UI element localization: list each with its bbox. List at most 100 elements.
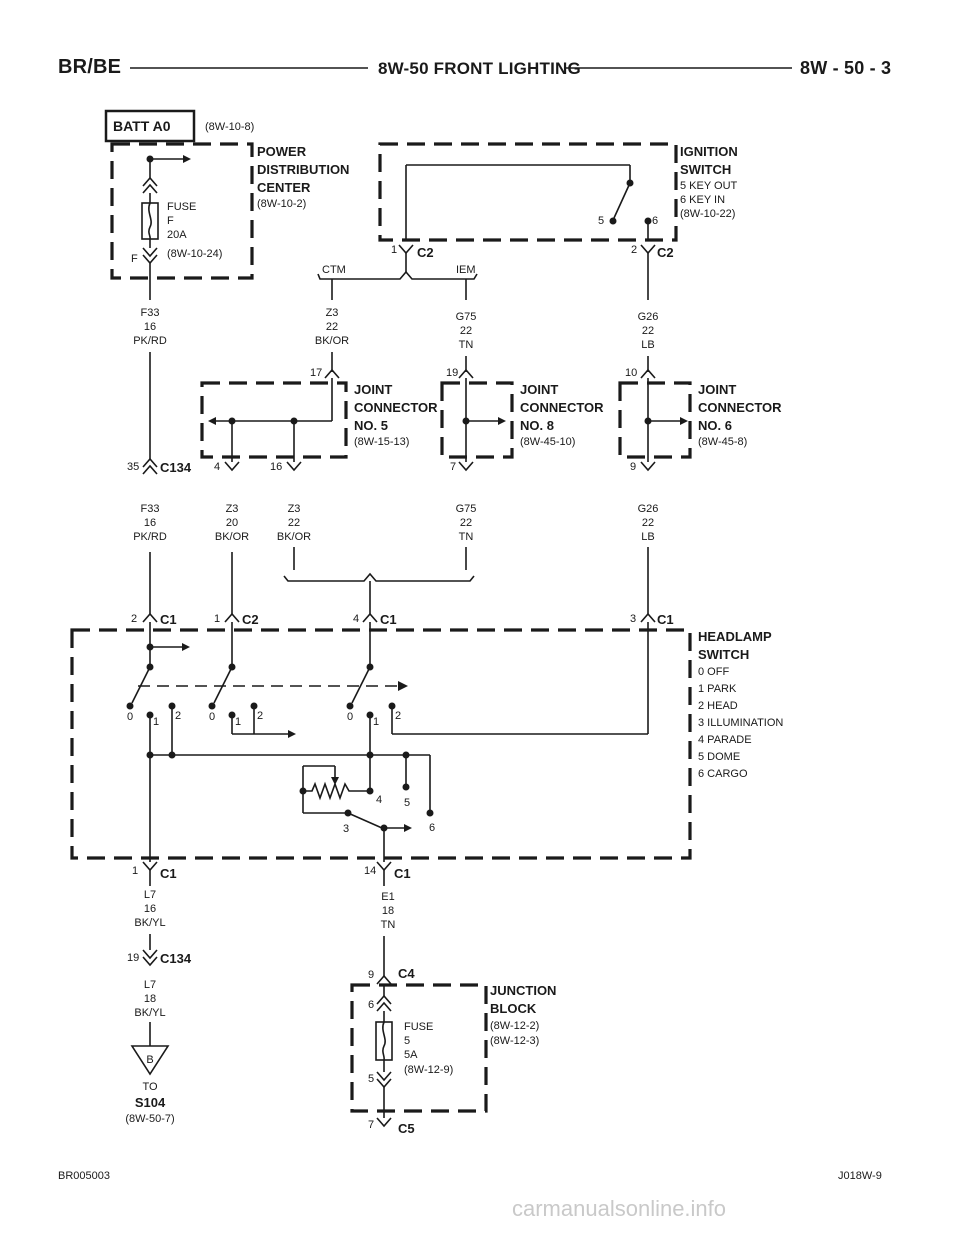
wire-g75-bot-code: G75 <box>456 503 477 515</box>
wire-z3-22-color: BK/OR <box>277 531 311 543</box>
rh-pos4: 4 <box>376 794 382 806</box>
ign-note1: 5 KEY OUT <box>680 180 738 192</box>
jc6-title-3: NO. 6 <box>698 418 732 433</box>
headlamp-switch-input-connectors: 2 C1 1 C2 4 C1 3 C1 <box>131 612 674 627</box>
wire-l7-16-gauge: 16 <box>144 903 156 915</box>
wire-z3-22-gauge: 22 <box>288 517 300 529</box>
hs-out1-pin: 1 <box>132 865 138 877</box>
jc6-title-1: JOINT <box>698 382 736 397</box>
hs-ca-pin: 2 <box>131 613 137 625</box>
jb-title-2: BLOCK <box>490 1001 537 1016</box>
jc8-pin-top: 19 <box>446 367 458 379</box>
hs-outline <box>70 628 692 860</box>
hs-cb: C2 <box>242 612 259 627</box>
wire-g75-top-code: G75 <box>456 311 477 323</box>
wire-l7-18-gauge: 18 <box>144 993 156 1005</box>
arrow-icon <box>183 155 191 163</box>
junction-block: 9 C4 6 5 7 C5 FUSE 5 5A (8W-12-9) JUNCTI… <box>350 966 556 1136</box>
wire-g26-top-color: LB <box>641 339 654 351</box>
jc8-ref: (8W-45-10) <box>520 436 575 448</box>
ign-c-left-pin: 1 <box>391 244 397 256</box>
wire-l7-16-code: L7 <box>144 889 156 901</box>
rh-pos5: 5 <box>404 797 410 809</box>
wire-f33-top-code: F33 <box>141 307 160 319</box>
pdc-fuse-pin: F <box>131 253 138 265</box>
jb-fuse-l1: FUSE <box>404 1021 433 1033</box>
wire-g26-upper: G26 22 LB <box>638 253 658 372</box>
jc8-title-3: NO. 8 <box>520 418 554 433</box>
wire-f33-top-color: PK/RD <box>133 335 167 347</box>
wire-g26-bot-color: LB <box>641 531 654 543</box>
jc6-title-2: CONNECTOR <box>698 400 782 415</box>
splice-triangle-icon <box>130 1045 170 1076</box>
wire-g75-top-gauge: 22 <box>460 325 472 337</box>
wire-e1-code: E1 <box>381 891 394 903</box>
hs-title-2: SWITCH <box>698 647 749 662</box>
c134a-pin: 35 <box>127 461 139 473</box>
to-label: TO <box>142 1081 158 1093</box>
wire-l7-to-s104: L7 16 BK/YL 19 C134 L7 18 BK/YL B TO S10… <box>125 870 192 1125</box>
jc5-pin-a: 4 <box>214 461 220 473</box>
to-splice: S104 <box>135 1095 166 1110</box>
jc8-outline <box>440 381 514 459</box>
pdc-outline <box>110 142 254 280</box>
hs-pos-2: 2 HEAD <box>698 700 738 712</box>
wire-f33-upper: F33 16 PK/RD 35 C134 F33 16 PK/RD <box>127 263 192 614</box>
ign-title-2: SWITCH <box>680 162 731 177</box>
wire-g26-top-gauge: 22 <box>642 325 654 337</box>
sw1-pos0: 0 <box>127 711 133 723</box>
headlamp-switch-output-connectors: 1 C1 14 C1 <box>132 861 411 881</box>
hs-cd-pin: 3 <box>630 613 636 625</box>
pdc-title-2: DISTRIBUTION <box>257 162 349 177</box>
jb-fuse-ref: (8W-12-9) <box>404 1064 453 1076</box>
hs-pos-1: 1 PARK <box>698 683 737 695</box>
wire-l7-18-color: BK/YL <box>134 1007 165 1019</box>
sw3-pos2: 2 <box>395 710 401 722</box>
pdc-fuse-l2: F <box>167 215 174 227</box>
ignition-switch: 5 6 IGNITION SWITCH 5 KEY OUT 6 KEY IN (… <box>378 142 738 260</box>
jb-outline <box>350 983 488 1113</box>
jb-ref-2: (8W-12-3) <box>490 1035 539 1047</box>
ign-pin6: 6 <box>652 215 658 227</box>
joint-connector-6: 10 9 JOINT CONNECTOR NO. 6 (8W-45-8) <box>618 367 782 473</box>
wire-e1-gauge: 18 <box>382 905 394 917</box>
pdc-title-1: POWER <box>257 144 307 159</box>
pdc-fuse-l1: FUSE <box>167 201 196 213</box>
wire-z3-20-color: BK/OR <box>215 531 249 543</box>
jb-fuse-out: 5 <box>368 1073 374 1085</box>
wire-f33-bot-code: F33 <box>141 503 160 515</box>
ign-title-1: IGNITION <box>680 144 738 159</box>
wire-e1: E1 18 TN <box>381 870 395 976</box>
wire-z3-22-code: Z3 <box>288 503 301 515</box>
label-ctm: CTM <box>322 264 346 276</box>
footer-left: BR005003 <box>58 1170 110 1182</box>
pdc-fuse-ref: (8W-10-24) <box>167 248 222 260</box>
ign-note2: 6 KEY IN <box>680 194 725 206</box>
jc6-ref: (8W-45-8) <box>698 436 747 448</box>
wire-g75-top-color: TN <box>459 339 474 351</box>
jb-fuse-l3: 5A <box>404 1049 418 1061</box>
lower-wires <box>231 547 649 614</box>
hs-pos-4: 4 PARADE <box>698 734 752 746</box>
jc5-pin-top: 17 <box>310 367 322 379</box>
ign-c-right-pin: 2 <box>631 244 637 256</box>
sw3-pos1: 1 <box>373 716 379 728</box>
hs-cc-pin: 4 <box>353 613 359 625</box>
header-center: 8W-50 FRONT LIGHTING <box>378 59 581 78</box>
power-distribution-center: FUSE F 20A (8W-10-24) F POWER DISTRIBUTI… <box>110 142 349 280</box>
batt-box <box>104 109 196 143</box>
wire-g26-bot-gauge: 22 <box>642 517 654 529</box>
jc8-pin-bot: 7 <box>450 461 456 473</box>
hs-pos-6: 6 CARGO <box>698 768 748 780</box>
hs-ca: C1 <box>160 612 177 627</box>
wire-z3-20-gauge: 20 <box>226 517 238 529</box>
batt-label: BATT A0 <box>113 118 171 134</box>
jc8-title-1: JOINT <box>520 382 558 397</box>
wire-l7-18-code: L7 <box>144 979 156 991</box>
pdc-ref: (8W-10-2) <box>257 198 306 210</box>
jc6-pin-top: 10 <box>625 367 637 379</box>
wire-g26-bot-code: G26 <box>638 503 659 515</box>
jb-fuse-in: 6 <box>368 999 374 1011</box>
jc5-title-3: NO. 5 <box>354 418 388 433</box>
